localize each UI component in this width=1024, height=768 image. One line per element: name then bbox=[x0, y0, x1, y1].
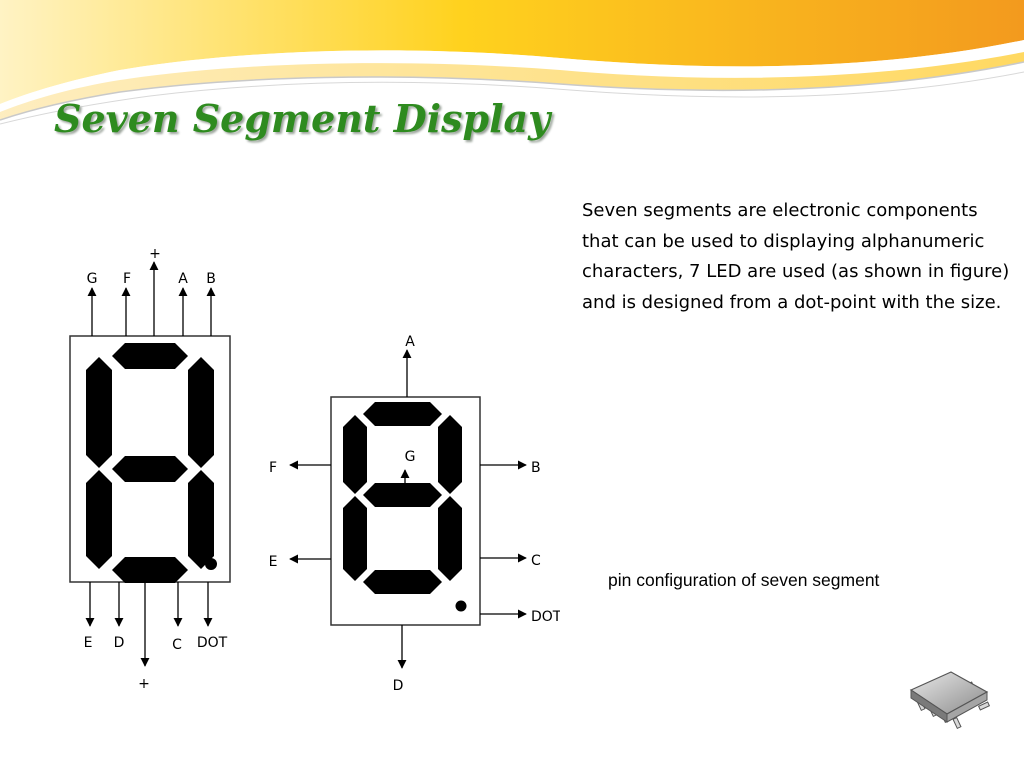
pin-diagram: G F + A B E D + C DOT bbox=[69, 246, 560, 694]
left-segment-b bbox=[188, 357, 214, 468]
figure-caption: pin configuration of seven segment bbox=[608, 570, 880, 590]
right-pin-label-a: A bbox=[405, 334, 415, 350]
right-display: A G F E B C DOT D bbox=[269, 334, 560, 694]
right-pin-label-d: D bbox=[393, 678, 404, 694]
left-pin-label-dot: DOT bbox=[197, 635, 228, 651]
left-pin-label-c: C bbox=[172, 637, 182, 653]
right-pin-label-b: B bbox=[531, 460, 541, 476]
right-segment-d bbox=[363, 570, 442, 594]
slide-title: Seven Segment Display bbox=[54, 96, 551, 141]
right-pin-label-e: E bbox=[269, 554, 278, 570]
left-segment-d bbox=[112, 557, 188, 583]
right-pin-label-g: G bbox=[405, 449, 416, 465]
left-pin-label-plus-top: + bbox=[149, 246, 161, 262]
left-pin-label-f: F bbox=[123, 271, 131, 287]
right-segment-g bbox=[363, 483, 442, 507]
left-segment-a bbox=[112, 343, 188, 369]
left-pin-label-b: B bbox=[206, 271, 216, 287]
right-pin-label-c: C bbox=[531, 553, 541, 569]
left-pin-label-e: E bbox=[84, 635, 93, 651]
right-segment-e bbox=[343, 496, 367, 581]
left-segment-e bbox=[86, 470, 112, 569]
right-pin-label-f: F bbox=[269, 460, 277, 476]
left-segment-dot bbox=[205, 558, 217, 570]
left-display: G F + A B E D + C DOT bbox=[69, 246, 231, 692]
right-pin-label-dot: DOT bbox=[531, 609, 560, 625]
right-segment-c bbox=[438, 496, 462, 581]
right-segment-f bbox=[343, 415, 367, 494]
description-text: Seven segments are electronic components… bbox=[582, 200, 1010, 313]
left-digit-segments bbox=[86, 343, 217, 583]
left-segment-f bbox=[86, 357, 112, 468]
left-pin-label-g: G bbox=[87, 271, 98, 287]
left-segment-g bbox=[112, 456, 188, 482]
header-banner bbox=[0, 0, 1024, 125]
left-pin-label-plus-bottom: + bbox=[138, 676, 150, 692]
left-pin-label-a: A bbox=[178, 271, 188, 287]
left-segment-c bbox=[188, 470, 214, 569]
right-segment-dot bbox=[455, 600, 467, 612]
left-pin-label-d: D bbox=[114, 635, 125, 651]
right-digit-segments bbox=[343, 402, 467, 612]
right-segment-b bbox=[438, 415, 462, 494]
right-segment-a bbox=[363, 402, 442, 426]
ic-chip-icon bbox=[909, 671, 991, 730]
